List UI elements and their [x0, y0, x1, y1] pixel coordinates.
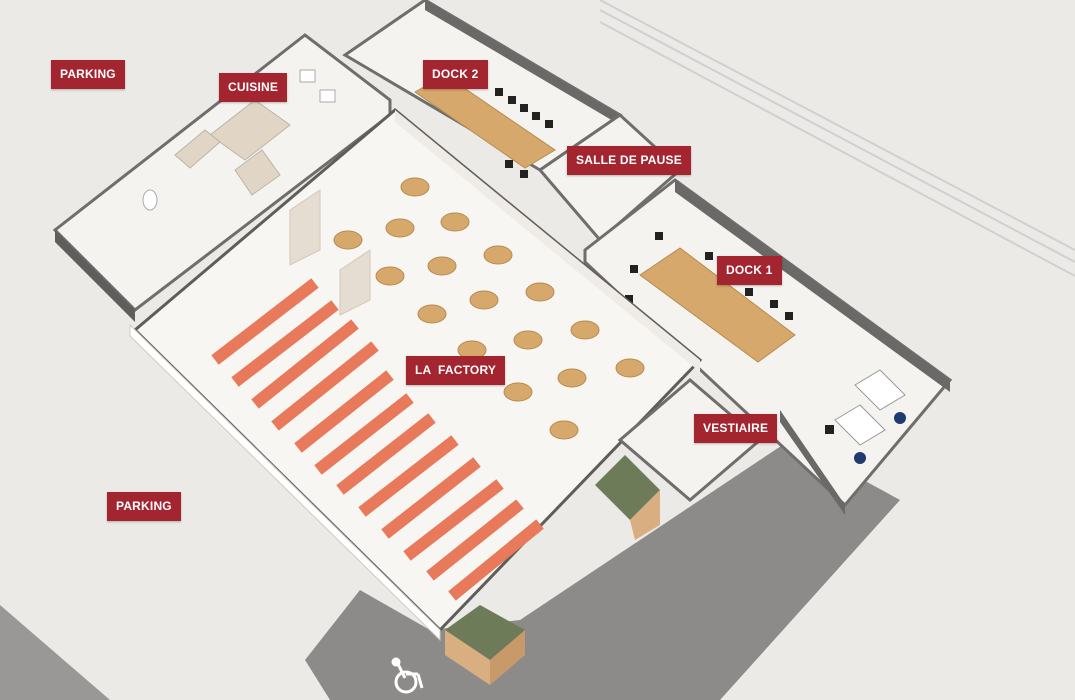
label-dock-1[interactable]: DOCK 1 — [717, 256, 782, 285]
cuisine-floor — [52, 33, 392, 312]
office-furniture — [825, 369, 906, 464]
kitchen-fixtures — [174, 99, 291, 196]
office-outer-wall — [780, 410, 845, 515]
cuisine-wall — [55, 230, 135, 322]
restroom-fixtures — [142, 69, 336, 211]
round-tables — [333, 177, 645, 440]
label-salle-de-pause[interactable]: SALLE DE PAUSE — [567, 146, 691, 175]
label-dock-2[interactable]: DOCK 2 — [423, 60, 488, 89]
factory-back-wall — [395, 110, 700, 372]
wheelchair-icon — [391, 657, 424, 694]
dock1-chairs — [625, 232, 793, 320]
auditorium-seats — [211, 278, 544, 601]
curtains — [289, 189, 371, 316]
dock2-chairs — [495, 88, 553, 178]
dock2-wall — [425, 0, 620, 125]
road-left — [0, 605, 110, 700]
label-cuisine[interactable]: CUISINE — [219, 73, 288, 102]
planter-1 — [595, 455, 660, 540]
fence — [599, 0, 1075, 277]
planter-2 — [445, 605, 525, 685]
factory-left-wall — [129, 323, 441, 642]
label-vestiaire[interactable]: VESTIAIRE — [694, 414, 778, 443]
dock1-wall — [675, 180, 950, 392]
label-parking-north[interactable]: PARKING — [51, 60, 125, 89]
dock1-table — [639, 247, 796, 363]
label-la-factory[interactable]: LA FACTORY — [406, 356, 506, 385]
label-parking-south[interactable]: PARKING — [107, 492, 181, 521]
